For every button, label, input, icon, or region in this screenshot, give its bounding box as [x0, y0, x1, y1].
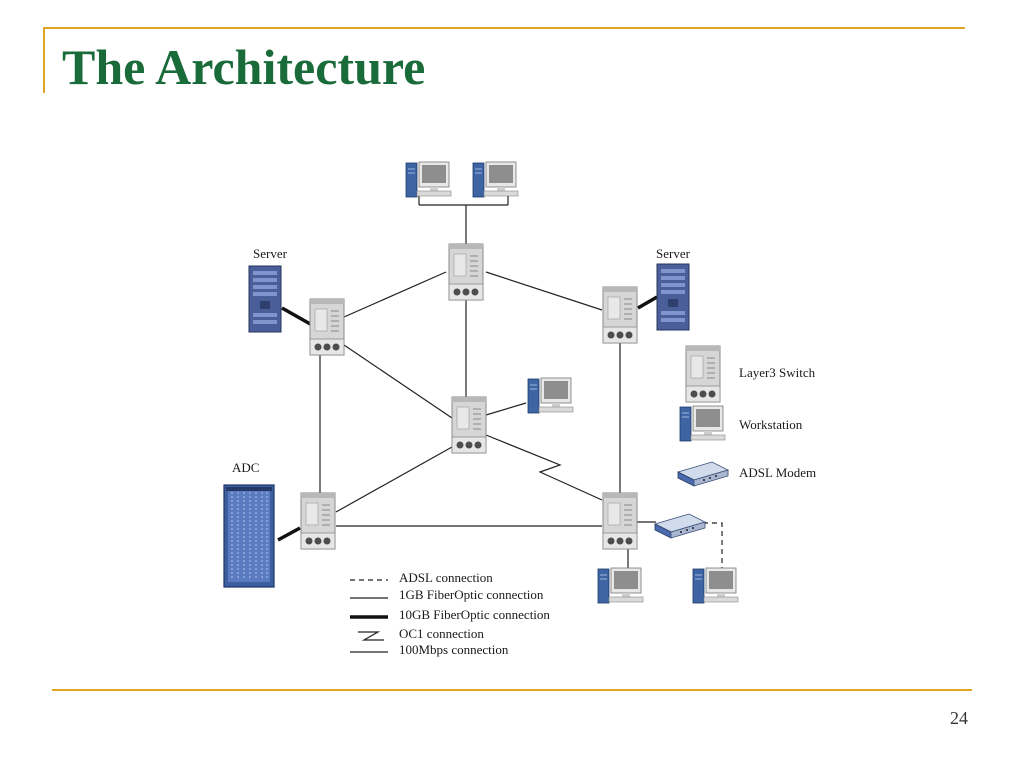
key-layer3-switch-label: Layer3 Switch: [739, 365, 816, 380]
link-top-right: [485, 271, 603, 311]
server-right-label: Server: [656, 246, 691, 261]
line-legend: ADSL connection 1GB FiberOptic connectio…: [350, 570, 550, 657]
layer3-switch-icon: [602, 492, 638, 550]
connections: [277, 196, 723, 568]
key-adsl-modem-label: ADSL Modem: [739, 465, 816, 480]
workstation-icon: [679, 405, 726, 442]
adc-label: ADC: [232, 460, 259, 475]
device-key: Layer3 Switch Workstation ADSL Modem: [677, 345, 816, 487]
legend-label-1gb: 1GB FiberOptic connection: [399, 587, 544, 602]
title-accent-rule-top: [43, 27, 965, 29]
link-center-workstation: [485, 402, 527, 416]
layer3-switch-icon: [300, 492, 336, 550]
legend-label-10gb: 10GB FiberOptic connection: [399, 607, 550, 622]
legend-label-100mbps: 100Mbps connection: [399, 642, 509, 657]
workstation-icon: [527, 377, 574, 414]
layer3-switch-icon: [602, 286, 638, 344]
link-oc1-zigzag: [485, 434, 603, 501]
key-workstation-label: Workstation: [739, 417, 803, 432]
link-top-left: [343, 271, 447, 318]
link-adsl-dashed: [703, 522, 723, 568]
workstation-icon: [472, 161, 519, 198]
server-left-label: Server: [253, 246, 288, 261]
layer3-switch-icon: [448, 243, 484, 301]
link-bottomleft-center: [335, 446, 453, 513]
server-icon: [248, 265, 282, 333]
legend-label-oc1: OC1 connection: [399, 626, 484, 641]
link-server-left-10gb: [281, 306, 313, 327]
workstation-icon: [692, 567, 739, 604]
slide-title: The Architecture: [62, 39, 426, 95]
layer3-switch-icon: [685, 345, 721, 403]
layer3-switch-icon: [309, 298, 345, 356]
link-server-right-10gb: [637, 295, 658, 310]
link-adc-10gb: [277, 526, 301, 542]
legend-swatch-zigzag: [358, 631, 384, 641]
title-accent-rule-left: [43, 27, 45, 93]
server-icon: [656, 263, 690, 331]
workstation-icon: [405, 161, 452, 198]
workstation-icon: [597, 567, 644, 604]
link-left-center: [343, 344, 453, 419]
adsl-modem-icon: [677, 461, 729, 487]
legend-label-adsl: ADSL connection: [399, 570, 493, 585]
layer3-switch-icon: [451, 396, 487, 454]
adsl-modem-icon: [654, 513, 706, 539]
footer-accent-rule: [52, 689, 972, 691]
page-number: 24: [950, 708, 968, 728]
adc-rack-icon: [223, 484, 275, 588]
